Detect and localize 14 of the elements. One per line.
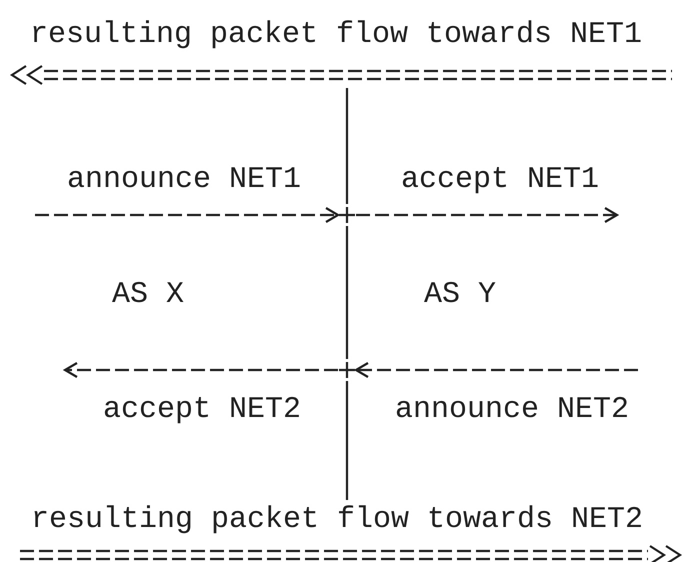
flow-caption: resulting packet flow towards NET2 (30, 505, 644, 535)
system-label: AS Y (390, 275, 530, 315)
arrow (35, 206, 340, 224)
system-label: AS X (78, 275, 218, 315)
arrow (64, 362, 338, 378)
edge-label: announce NET1 (66, 165, 302, 195)
edge-label: announce NET2 (394, 395, 630, 425)
edge-label: accept NET2 (102, 395, 302, 425)
arrow (356, 206, 618, 224)
crossing-mark (338, 361, 356, 379)
arrow (354, 362, 638, 378)
flow-caption: resulting packet flow towards NET1 (30, 20, 642, 50)
crossing-mark (338, 206, 356, 224)
edge-label: accept NET1 (400, 165, 600, 195)
